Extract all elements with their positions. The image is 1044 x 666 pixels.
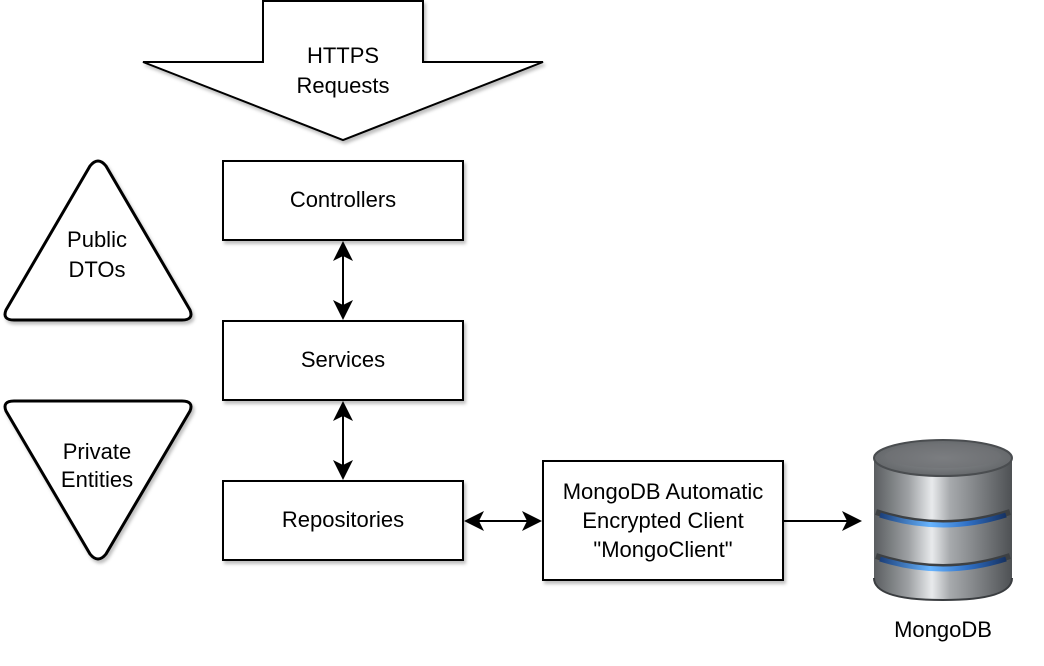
mongo-client-label-line2: Encrypted Client bbox=[582, 508, 743, 533]
mongo-client-box: MongoDB Automatic Encrypted Client "Mong… bbox=[542, 460, 784, 581]
database-cylinder-icon: MongoDB bbox=[873, 439, 1013, 642]
repositories-label: Repositories bbox=[282, 507, 404, 532]
public-dtos-label-line1: Public bbox=[67, 227, 127, 252]
controllers-label: Controllers bbox=[290, 187, 396, 212]
services-box: Services bbox=[222, 320, 464, 401]
mongo-client-label-line1: MongoDB Automatic bbox=[563, 479, 764, 504]
private-entities-label-line1: Private bbox=[63, 439, 131, 464]
public-dtos-label-line2: DTOs bbox=[68, 257, 125, 282]
https-requests-label-line1: HTTPS bbox=[307, 43, 379, 68]
database-label: MongoDB bbox=[894, 617, 992, 642]
mongo-client-label-line3: "MongoClient" bbox=[593, 537, 732, 562]
https-requests-arrow: HTTPS Requests bbox=[142, 0, 544, 142]
services-label: Services bbox=[301, 347, 385, 372]
public-dtos-triangle: Public DTOs bbox=[3, 159, 193, 322]
private-entities-triangle: Private Entities bbox=[3, 399, 193, 561]
repositories-box: Repositories bbox=[222, 480, 464, 561]
private-entities-label-line2: Entities bbox=[61, 467, 133, 492]
https-requests-label-line2: Requests bbox=[297, 73, 390, 98]
controllers-box: Controllers bbox=[222, 160, 464, 241]
